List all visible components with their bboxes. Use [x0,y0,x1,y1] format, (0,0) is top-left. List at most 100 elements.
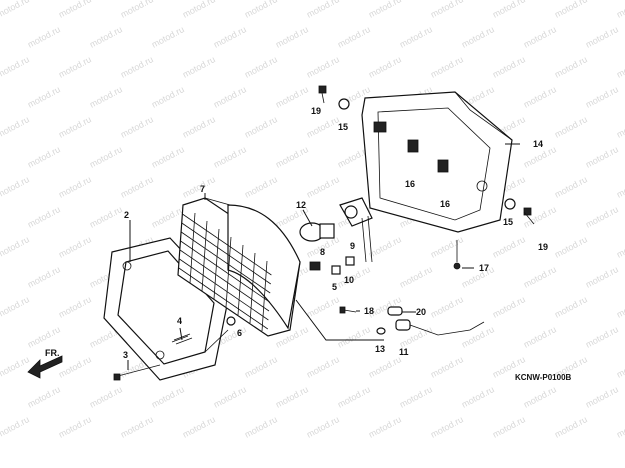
callout-2: 2 [124,210,129,220]
watermark-text-130: motod.ru [584,324,620,350]
watermark-text-55: motod.ru [26,144,62,170]
watermark-text-163: motod.ru [553,414,589,440]
callouts: 2 3 4 5 6 7 8 9 10 11 12 13 14 15 15 16 … [123,106,548,360]
nut-6 [226,316,236,326]
watermark-text-2: motod.ru [119,0,155,20]
lens-line [180,231,271,294]
watermark-text-29: motod.ru [429,54,465,80]
watermark-text-35: motod.ru [150,84,186,110]
watermark-text-115: motod.ru [305,294,341,320]
watermark-text-15: motod.ru [274,24,310,50]
lens-line [237,244,244,316]
watermark-text-158: motod.ru [243,414,279,440]
watermark-text-1: motod.ru [57,0,93,20]
watermark-text-77: motod.ru [26,204,62,230]
lens-line [249,252,256,324]
watermark-text-6: motod.ru [367,0,403,20]
lens-line [213,228,220,300]
screw-18 [339,306,357,314]
watermark-text-5: motod.ru [305,0,341,20]
watermark-text-78: motod.ru [88,204,124,230]
watermark-text-10: motod.ru [615,0,625,20]
diagram-code: KCNW-P0100B [515,373,572,382]
callout-19-top: 19 [311,106,321,116]
watermark-text-129: motod.ru [522,324,558,350]
watermark-text-162: motod.ru [491,414,527,440]
watermark-text-86: motod.ru [584,204,620,230]
callout-15-side: 15 [503,217,513,227]
watermark-text-68: motod.ru [119,174,155,200]
direction-label: FR. [45,348,60,358]
watermark-text-16: motod.ru [336,24,372,50]
callout-8: 8 [320,247,325,257]
watermark-text-146: motod.ru [212,384,248,410]
screw-3 [113,364,161,381]
watermark-text-148: motod.ru [336,384,372,410]
watermark-text-132: motod.ru [0,354,31,380]
watermark-text-44: motod.ru [0,114,31,140]
screw-17 [453,240,461,270]
watermark-text-45: motod.ru [57,114,93,140]
watermark-text-9: motod.ru [553,0,589,20]
watermark-text-70: motod.ru [243,174,279,200]
watermark-text-119: motod.ru [553,294,589,320]
watermark-text-11: motod.ru [26,24,62,50]
watermark-text-66: motod.ru [0,174,31,200]
callout-5: 5 [332,282,337,292]
watermark-text-13: motod.ru [150,24,186,50]
watermark-text-143: motod.ru [26,384,62,410]
callout-19-side: 19 [538,242,548,252]
callout-17: 17 [479,263,489,273]
watermark-text-117: motod.ru [429,294,465,320]
bulb-12 [299,222,335,242]
watermark-text-20: motod.ru [584,24,620,50]
watermark-text-97: motod.ru [553,234,589,260]
lens-line [178,267,269,330]
callout-16-right: 16 [440,199,450,209]
watermark-text-47: motod.ru [181,114,217,140]
lens-line [179,258,269,321]
watermark-text-75: motod.ru [553,174,589,200]
watermark-text-57: motod.ru [150,144,186,170]
callout-16-left: 16 [405,179,415,189]
watermark-text-76: motod.ru [615,174,625,200]
watermark-text-37: motod.ru [274,84,310,110]
watermark-text-147: motod.ru [274,384,310,410]
watermark-text-155: motod.ru [57,414,93,440]
watermark-text-34: motod.ru [88,84,124,110]
clip-8 [309,261,321,271]
watermark-text-164: motod.ru [615,414,625,440]
bulb-20 [387,306,403,316]
lens-line [261,260,268,332]
watermark-text-69: motod.ru [181,174,217,200]
watermark-text-17: motod.ru [398,24,434,50]
watermark-text-32: motod.ru [615,54,625,80]
grommet-5 [331,265,341,275]
bolt-19-top [318,85,327,104]
callout-3: 3 [123,350,128,360]
watermark-text-25: motod.ru [181,54,217,80]
watermark-text-64: motod.ru [584,144,620,170]
watermark-text-23: motod.ru [57,54,93,80]
bulb-13 [376,327,386,335]
sealed-beam-unit [177,197,301,337]
watermark-text-12: motod.ru [88,24,124,50]
watermark-text-111: motod.ru [57,294,93,320]
watermark-text-88: motod.ru [0,234,31,260]
watermark-text-98: motod.ru [615,234,625,260]
watermark-text-36: motod.ru [212,84,248,110]
watermark-text-28: motod.ru [367,54,403,80]
watermark-text-3: motod.ru [181,0,217,20]
watermark-text-156: motod.ru [119,414,155,440]
callout-4: 4 [177,316,182,326]
callout-6: 6 [237,328,242,338]
watermark-text-54: motod.ru [615,114,625,140]
watermark-text-150: motod.ru [460,384,496,410]
watermark-text-26: motod.ru [243,54,279,80]
watermark-text-136: motod.ru [243,354,279,380]
lens-line [180,240,270,303]
watermark-text-30: motod.ru [491,54,527,80]
watermark-text-145: motod.ru [150,384,186,410]
watermark-text-137: motod.ru [305,354,341,380]
